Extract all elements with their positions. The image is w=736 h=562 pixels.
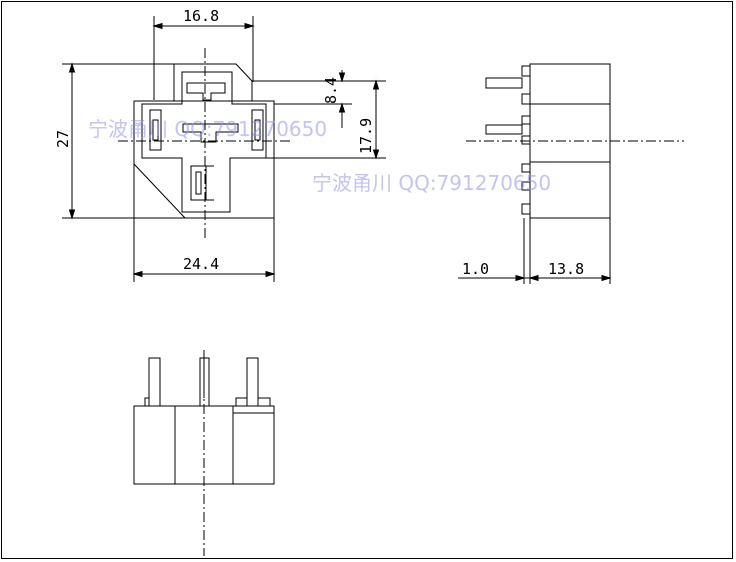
dim-inner-height-large: 17.9 xyxy=(357,118,375,154)
dim-inner-height-small: 8.4 xyxy=(322,77,340,104)
dim-side-depth: 13.8 xyxy=(548,260,584,278)
watermark-1: 宁波甬川 QQ:791270650 xyxy=(88,117,327,141)
dim-side-offset: 1.0 xyxy=(462,260,489,278)
side-view xyxy=(458,63,612,284)
dim-top-width: 16.8 xyxy=(183,7,219,25)
center-lines-front xyxy=(118,48,292,240)
dim-height: 27 xyxy=(54,130,72,148)
dimension-lines-front xyxy=(62,16,386,282)
front-view xyxy=(133,63,275,219)
dim-base-width: 24.4 xyxy=(183,255,219,273)
watermark-2: 宁波甬川 QQ:791270650 xyxy=(312,171,551,195)
